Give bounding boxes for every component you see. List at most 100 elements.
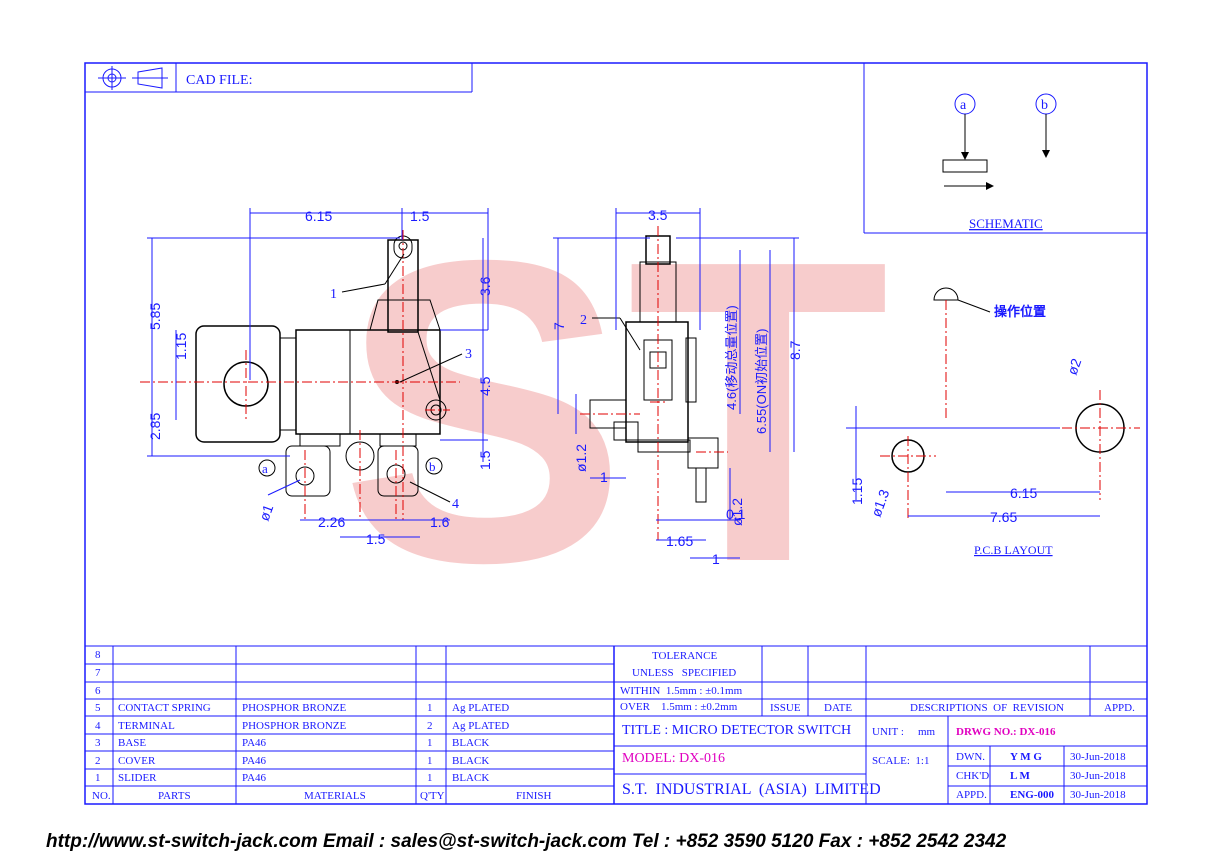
- cell-material: PA46: [242, 772, 267, 784]
- schematic-mark-a: a: [960, 98, 967, 113]
- side-b-mark: b: [429, 459, 436, 474]
- company-name: S.T. INDUSTRIAL (ASIA) LIMITED: [622, 781, 881, 798]
- callout-2: 2: [580, 313, 587, 328]
- cell-part: BASE: [118, 737, 147, 749]
- dim-1-15-pcb: 1.15: [849, 478, 865, 505]
- dim-7: 7: [551, 322, 567, 330]
- cell-finish: Ag PLATED: [452, 720, 510, 732]
- revision-appd: APPD.: [1104, 702, 1135, 714]
- cell-no: 8: [95, 649, 101, 661]
- side-dimensions: 3.5 7 4.6(移动总量位置) 6.55(ON初始位置) 8.7 ø1.2 …: [551, 207, 803, 567]
- approval-role: DWN.: [956, 751, 986, 763]
- operation-label: 操作位置: [994, 304, 1046, 320]
- cell-part: COVER: [118, 755, 156, 767]
- title-block-grid: [85, 645, 1147, 804]
- dim-8-7: 8.7: [787, 340, 803, 360]
- cad-header: CAD FILE:: [85, 63, 473, 93]
- front-dimensions: 6.15 1.5 5.85 2.85 1.15 3.6 4.5 1.5 2.26…: [147, 208, 493, 547]
- cell-finish: BLACK: [452, 755, 490, 767]
- scale: SCALE: 1:1: [872, 755, 930, 767]
- schematic-label: SCHEMATIC: [969, 216, 1043, 231]
- projection-symbol-icon: [98, 66, 168, 90]
- cell-no: 1: [95, 772, 101, 784]
- cell-qty: 1: [427, 702, 433, 714]
- approval-role: APPD.: [956, 789, 987, 801]
- cell-no: 3: [95, 737, 101, 749]
- dim-7-65-pcb: 7.65: [990, 509, 1017, 525]
- drawing-title: TITLE : MICRO DETECTOR SWITCH: [622, 723, 852, 738]
- revision-issue: ISSUE: [770, 702, 801, 714]
- callout-3: 3: [465, 347, 472, 362]
- cell-no: 6: [95, 685, 101, 697]
- header-finish: FINISH: [516, 790, 552, 802]
- cell-no: 4: [95, 720, 101, 732]
- dim-phi-1-2-left: ø1.2: [573, 444, 589, 472]
- cell-finish: BLACK: [452, 737, 490, 749]
- cell-no: 5: [95, 702, 101, 714]
- tolerance-subtitle: UNLESS SPECIFIED: [632, 667, 737, 679]
- approval-role: CHK'D: [956, 770, 990, 782]
- pcb-layout-label: P.C.B LAYOUT: [974, 543, 1053, 557]
- dim-2-26: 2.26: [318, 514, 345, 530]
- dim-1-65: 1.65: [666, 533, 693, 549]
- dim-phi-2: ø2: [1064, 356, 1085, 377]
- schematic-mark-b: b: [1041, 98, 1048, 113]
- approval-name: ENG-000: [1010, 789, 1054, 801]
- header-no: NO.: [92, 790, 111, 802]
- dim-1-5-right: 1.5: [477, 450, 493, 470]
- contact-footer: http://www.st-switch-jack.com Email : sa…: [46, 831, 1007, 852]
- revision-description: DESCRIPTIONS OF REVISION: [910, 702, 1065, 714]
- side-view: [580, 226, 728, 540]
- dim-6-15-pcb: 6.15: [1010, 485, 1037, 501]
- dim-phi-1-2-right: ø1.2: [729, 498, 745, 526]
- side-a-mark: a: [262, 461, 268, 476]
- dim-1-5-bottom: 1.5: [366, 531, 386, 547]
- dim-3-5: 3.5: [648, 207, 668, 223]
- cell-part: TERMINAL: [118, 720, 175, 732]
- unit-label: UNIT :: [872, 726, 904, 738]
- sheet-border: [84, 62, 1148, 805]
- dim-1-5-top: 1.5: [410, 208, 430, 224]
- dim-2-85: 2.85: [147, 413, 163, 440]
- approval-date: 30-Jun-2018: [1070, 751, 1126, 763]
- schematic-box: a b SCHEMATIC: [863, 63, 1147, 234]
- callout-1: 1: [330, 287, 337, 302]
- cell-material: PHOSPHOR BRONZE: [242, 702, 347, 714]
- dim-4-5: 4.5: [477, 376, 493, 396]
- dim-0-1: 0.1: [726, 506, 746, 522]
- cell-material: PA46: [242, 737, 267, 749]
- cell-no: 7: [95, 667, 101, 679]
- cell-qty: 1: [427, 737, 433, 749]
- dim-3-6: 3.6: [477, 276, 493, 296]
- cell-no: 2: [95, 755, 101, 767]
- dim-1-6: 1.6: [430, 514, 450, 530]
- dim-6-15: 6.15: [305, 208, 332, 224]
- operation-indicator: 操作位置: [933, 287, 1046, 420]
- approval-date: 30-Jun-2018: [1070, 770, 1126, 782]
- dim-4-6: 4.6(移动总量位置): [724, 305, 739, 410]
- approval-date: 30-Jun-2018: [1070, 789, 1126, 801]
- approval-name: Y M G: [1010, 751, 1042, 763]
- cell-material: PA46: [242, 755, 267, 767]
- cell-qty: 2: [427, 720, 433, 732]
- cell-finish: Ag PLATED: [452, 702, 510, 714]
- cell-part: SLIDER: [118, 772, 157, 784]
- header-qty: Q'TY: [420, 790, 445, 802]
- revision-date: DATE: [824, 702, 853, 714]
- cell-finish: BLACK: [452, 772, 490, 784]
- unit-value: mm: [918, 726, 936, 738]
- cad-file-label: CAD FILE:: [186, 73, 253, 88]
- dim-1-right: 1: [712, 551, 720, 567]
- approval-name: L M: [1010, 770, 1030, 782]
- drwg-number: DRWG NO.: DX-016: [956, 726, 1056, 738]
- tolerance-over: OVER 1.5mm : ±0.2mm: [620, 701, 738, 713]
- cell-part: CONTACT SPRING: [118, 702, 211, 714]
- tolerance-title: TOLERANCE: [652, 650, 718, 662]
- cell-material: PHOSPHOR BRONZE: [242, 720, 347, 732]
- header-materials: MATERIALS: [304, 790, 366, 802]
- header-parts: PARTS: [158, 790, 191, 802]
- dim-1-left: 1: [600, 469, 608, 485]
- cell-qty: 1: [427, 772, 433, 784]
